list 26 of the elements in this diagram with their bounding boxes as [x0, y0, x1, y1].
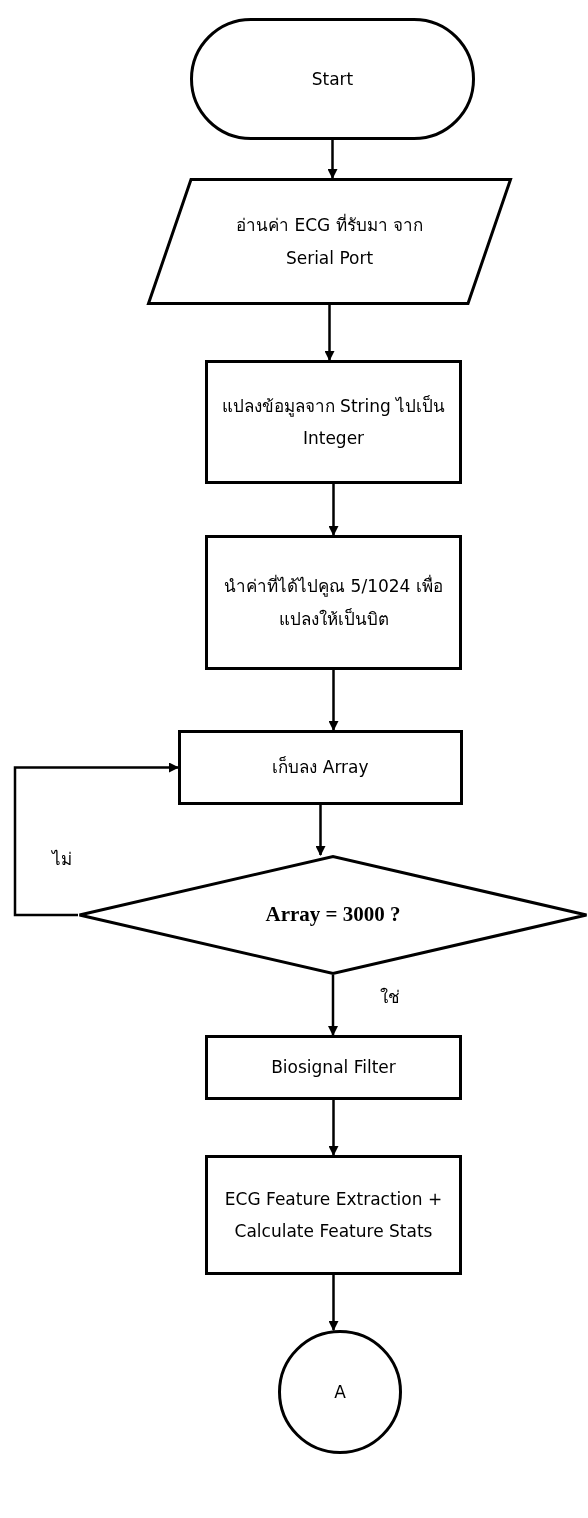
- arrow: [327, 140, 338, 179]
- node-text: Biosignal Filter: [270, 1056, 397, 1080]
- node-text: ECG Feature Extraction + Calculate Feature Stats: [223, 1187, 444, 1243]
- process-box: [205, 1155, 462, 1275]
- node-text: Start: [310, 67, 355, 91]
- decision-diamond: [78, 855, 588, 975]
- process-box: [205, 1035, 462, 1100]
- arrow: [13, 762, 179, 917]
- node-text: Array = 3000 ?: [264, 901, 402, 929]
- node-text: อ่านค่า ECG ที่รับมา จาก Serial Port: [235, 212, 424, 270]
- arrow: [328, 1100, 339, 1156]
- process-box: [178, 730, 463, 805]
- connector-circle: [278, 1330, 402, 1454]
- arrow: [315, 805, 326, 856]
- node-text: แปลงข้อมูลจาก String ไปเป็น Integer: [220, 394, 447, 450]
- node-text: A: [333, 1380, 347, 1404]
- arrow: [328, 670, 339, 731]
- arrow: [328, 484, 339, 536]
- arrow: [328, 1275, 339, 1331]
- arrow: [328, 975, 338, 1036]
- node-text: เก็บลง Array: [271, 755, 370, 780]
- input-parallelogram: [147, 178, 512, 305]
- process-box: [205, 360, 462, 484]
- process-box: [205, 535, 462, 670]
- node-text: นำค่าที่ได้ไปคูณ 5/1024 เพื่อแปลงให้เป็นบิต: [223, 573, 444, 631]
- arrow: [324, 305, 335, 361]
